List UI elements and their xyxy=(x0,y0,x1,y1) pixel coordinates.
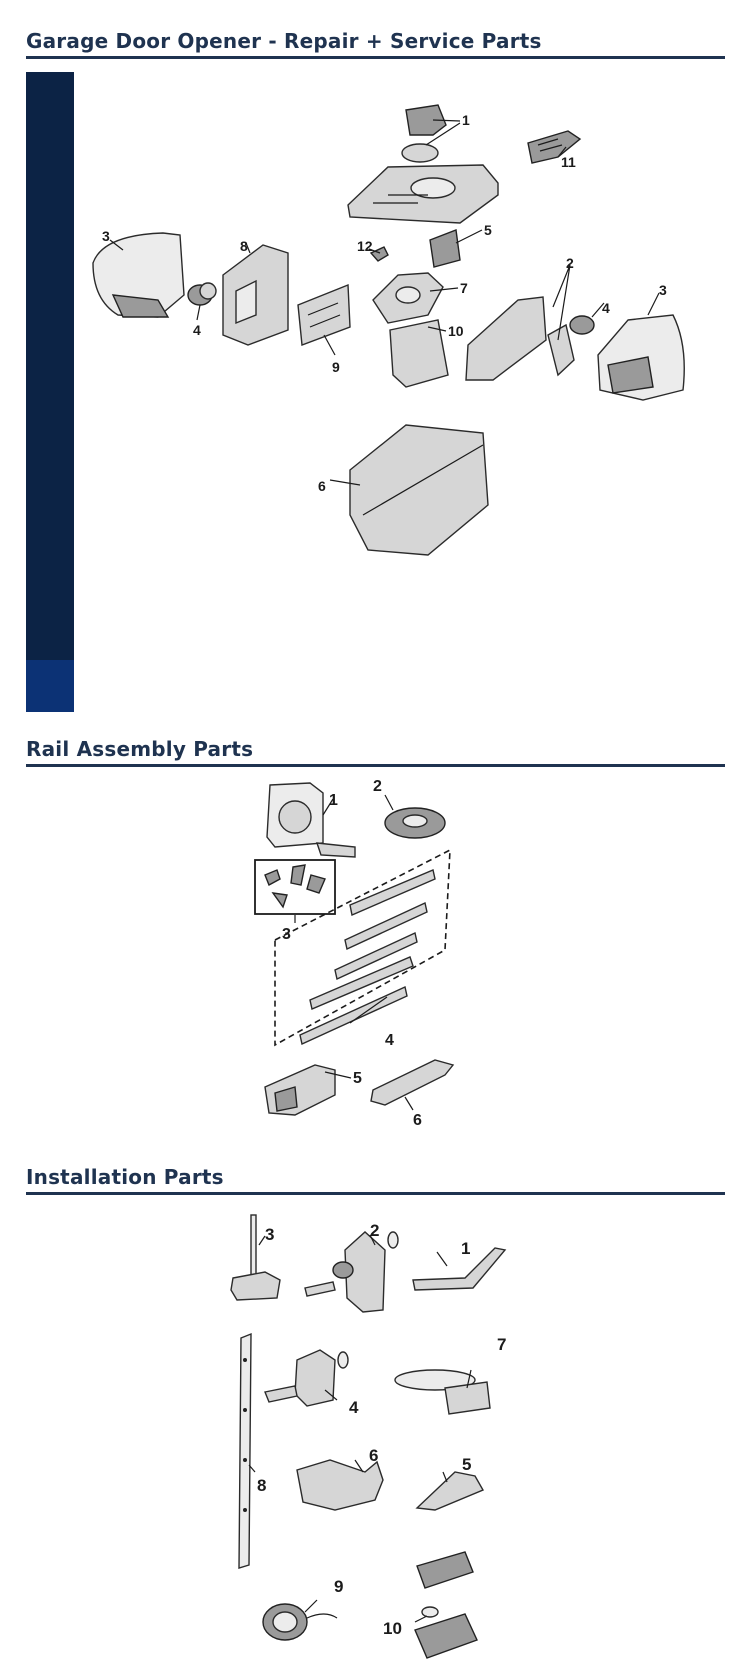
opener-part-2-side-panels xyxy=(465,296,575,381)
opener-part-3-left-end-cover xyxy=(92,232,185,318)
opener-callout-2: 2 xyxy=(566,255,574,271)
opener-part-1-gear-cover xyxy=(401,104,447,163)
install-part-1-curved-arm xyxy=(412,1247,507,1291)
opener-section-title: Garage Door Opener - Repair + Service Pa… xyxy=(26,28,725,59)
opener-callout-9: 9 xyxy=(332,359,340,375)
opener-part-3-right-end-cover xyxy=(597,314,685,401)
install-callout-4: 4 xyxy=(349,1398,359,1417)
opener-callout-3-left: 3 xyxy=(102,228,110,244)
side-navigation-bar-accent xyxy=(26,660,74,712)
opener-callout-10: 10 xyxy=(448,323,464,339)
rail-part-5-trolley xyxy=(264,1064,336,1116)
install-part-8-strap xyxy=(238,1332,252,1569)
rail-part-6-bracket xyxy=(370,1059,455,1106)
install-callout-7: 7 xyxy=(497,1335,506,1354)
rail-sections-enclosure xyxy=(274,848,451,1047)
install-section-title: Installation Parts xyxy=(26,1164,725,1195)
install-part-2-door-bracket xyxy=(304,1231,399,1313)
rail-part-2-pulley xyxy=(384,807,446,839)
opener-callout-5: 5 xyxy=(484,222,492,238)
rail-callout-6: 6 xyxy=(413,1112,422,1129)
rail-callout-4: 4 xyxy=(385,1032,394,1049)
opener-part-9-circuit-board xyxy=(297,283,351,346)
install-part-9-wire-spool xyxy=(262,1603,338,1641)
install-part-3-door-arm xyxy=(230,1214,281,1301)
opener-callout-11: 11 xyxy=(561,154,576,170)
install-callout-6: 6 xyxy=(369,1446,378,1465)
opener-callout-3-right: 3 xyxy=(659,282,667,298)
opener-part-11-lens xyxy=(527,130,582,164)
opener-callout-7: 7 xyxy=(460,280,468,296)
rail-section-title: Rail Assembly Parts xyxy=(26,736,725,767)
installation-parts-diagram: 3 2 1 7 4 8 6 5 9 10 xyxy=(230,1214,507,1659)
rail-callout-2: 2 xyxy=(373,778,382,795)
opener-exploded-diagram: 1 11 3 8 12 5 7 2 3 4 4 10 9 6 xyxy=(92,104,685,556)
opener-callout-4-left: 4 xyxy=(193,322,201,338)
opener-callout-1: 1 xyxy=(462,112,470,128)
opener-part-4-right-bracket xyxy=(569,315,595,335)
install-callout-1: 1 xyxy=(461,1239,470,1258)
install-callout-5: 5 xyxy=(462,1455,471,1474)
rail-part-1-sprocket-cover xyxy=(266,782,356,858)
install-part-5-angle-bracket xyxy=(415,1471,485,1511)
rail-part-3-hardware-box xyxy=(254,859,336,915)
install-part-6-bracket xyxy=(296,1459,384,1511)
install-callout-3: 3 xyxy=(265,1225,274,1244)
rail-callout-3: 3 xyxy=(282,926,291,943)
opener-part-5-capacitor xyxy=(429,229,461,268)
install-callout-9: 9 xyxy=(334,1577,343,1596)
install-part-7-safety-sensor xyxy=(394,1369,491,1415)
install-part-10-remote xyxy=(414,1551,478,1659)
opener-part-12-sensor xyxy=(369,246,389,262)
install-part-4-header-bracket xyxy=(264,1349,349,1407)
opener-callout-4-right: 4 xyxy=(602,300,610,316)
rail-callout-5: 5 xyxy=(353,1070,362,1087)
side-navigation-bar xyxy=(26,72,74,712)
opener-part-4-left-bracket xyxy=(187,282,217,306)
rail-assembly-diagram: 1 2 3 4 5 6 xyxy=(254,778,455,1129)
opener-callout-12: 12 xyxy=(357,238,373,254)
opener-part-7-drive-assembly xyxy=(372,272,444,324)
opener-part-8-motor-housing xyxy=(222,244,289,346)
opener-part-6-bottom-cover xyxy=(349,424,489,556)
opener-callout-6: 6 xyxy=(318,478,326,494)
install-callout-2: 2 xyxy=(370,1221,379,1240)
opener-chassis-plate xyxy=(347,164,499,224)
rail-callout-1: 1 xyxy=(329,792,338,809)
install-callout-8: 8 xyxy=(257,1476,266,1495)
opener-part-10-travel-module xyxy=(389,319,449,388)
install-callout-10: 10 xyxy=(383,1619,402,1638)
opener-callout-8: 8 xyxy=(240,238,248,254)
